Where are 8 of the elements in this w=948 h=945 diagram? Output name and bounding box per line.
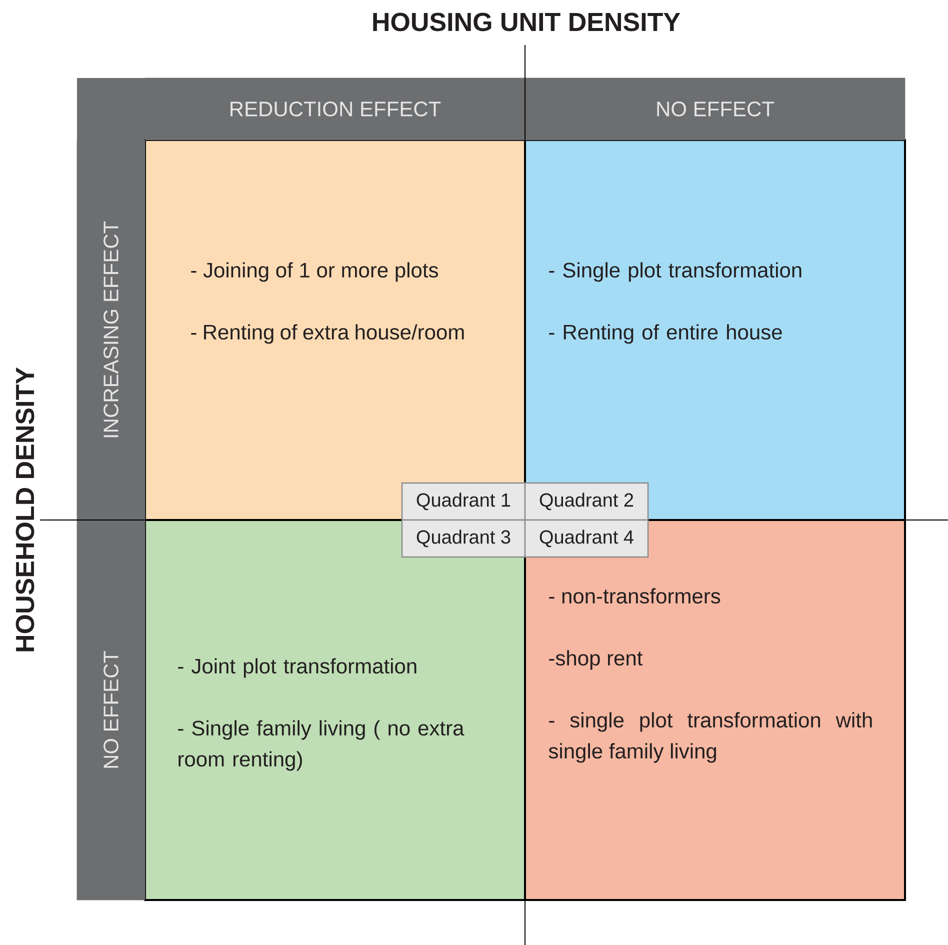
- axis-title: HOUSING UNIT DENSITY: [373, 12, 680, 32]
- axis-title: HOUSEHOLD DENSITY: [16, 367, 34, 652]
- quadrant-tag: Quadrant 3: [401, 519, 526, 558]
- quadrant-tag: Quadrant 2: [524, 482, 649, 521]
- quadrant-tag: Quadrant 1: [401, 482, 526, 521]
- header-cell: NO EFFECT: [76, 520, 146, 900]
- header-cell: NO EFFECT: [524, 78, 906, 140]
- quadrant-tag: Quadrant 4: [524, 519, 649, 558]
